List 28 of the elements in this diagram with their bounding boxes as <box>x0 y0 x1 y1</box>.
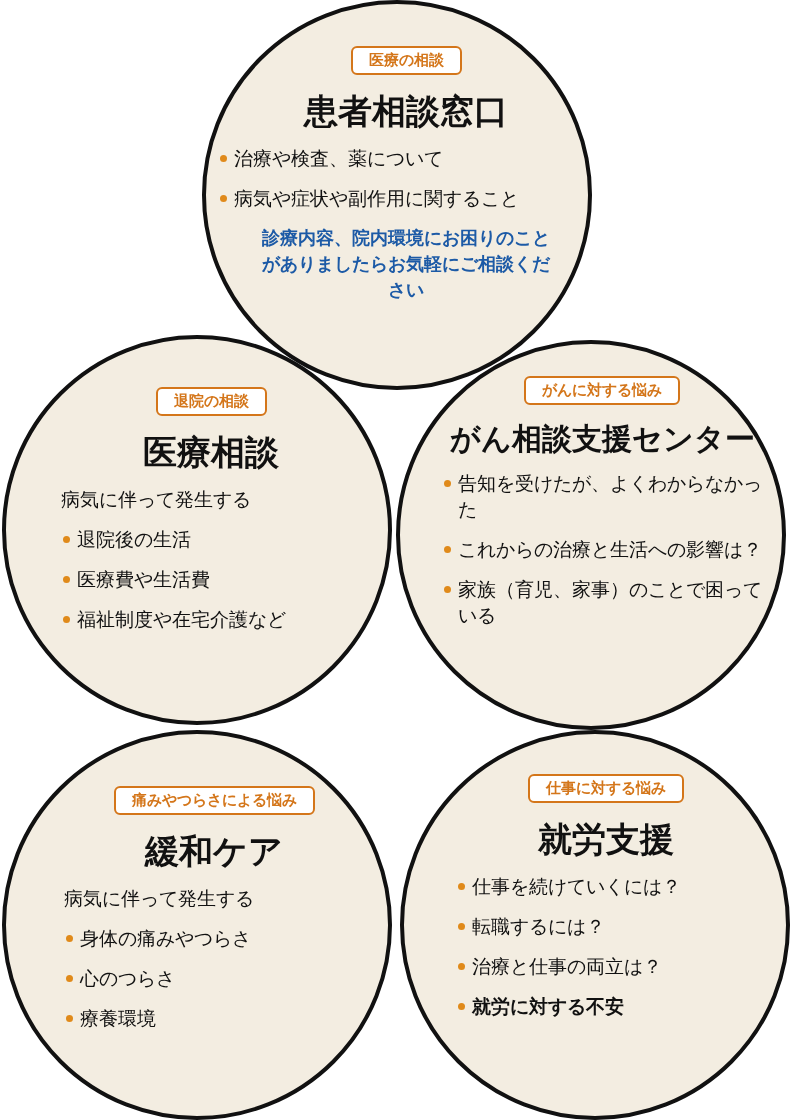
service-title: 緩和ケア <box>143 830 284 873</box>
list-item: 身体の痛みやつらさ <box>64 925 364 951</box>
list-item: 転職するには？ <box>456 913 756 939</box>
list-item: 退院後の生活 <box>61 526 361 552</box>
category-tag: 医療の相談 <box>350 46 462 75</box>
note-text: 診療内容、院内環境にお困りのことがありましたらお気軽にご相談ください <box>261 226 551 302</box>
list-item: 療養環境 <box>64 1005 364 1031</box>
category-tag: 痛みやつらさによる悩み <box>113 786 315 815</box>
list-item: 福祉制度や在宅介護など <box>61 606 361 632</box>
list-item: 告知を受けたが、よくわからなかった <box>442 470 762 522</box>
list-item: 医療費や生活費 <box>61 566 361 592</box>
intro-text: 病気に伴って発生する <box>61 487 252 512</box>
service-title: 医療相談 <box>142 431 280 474</box>
category-tag: がんに対する悩み <box>524 376 680 405</box>
list-item: 治療や検査、薬について <box>218 145 594 171</box>
list-item: 就労に対する不安 <box>456 993 756 1019</box>
service-title: がん相談支援センター <box>448 420 756 458</box>
service-title: 患者相談窓口 <box>302 90 509 133</box>
intro-text: 病気に伴って発生する <box>64 886 255 911</box>
list-item: 家族（育児、家事）のことで困っている <box>442 576 762 628</box>
category-tag: 仕事に対する悩み <box>528 774 684 803</box>
list-item: 仕事を続けていくには？ <box>456 873 756 899</box>
list-item: 治療と仕事の両立は？ <box>456 953 756 979</box>
list-item: これからの治療と生活への影響は？ <box>442 536 762 562</box>
list-item: 病気や症状や副作用に関すること <box>218 185 594 211</box>
category-tag: 退院の相談 <box>155 387 267 416</box>
service-title: 就労支援 <box>537 818 675 861</box>
list-item: 心のつらさ <box>64 965 364 991</box>
